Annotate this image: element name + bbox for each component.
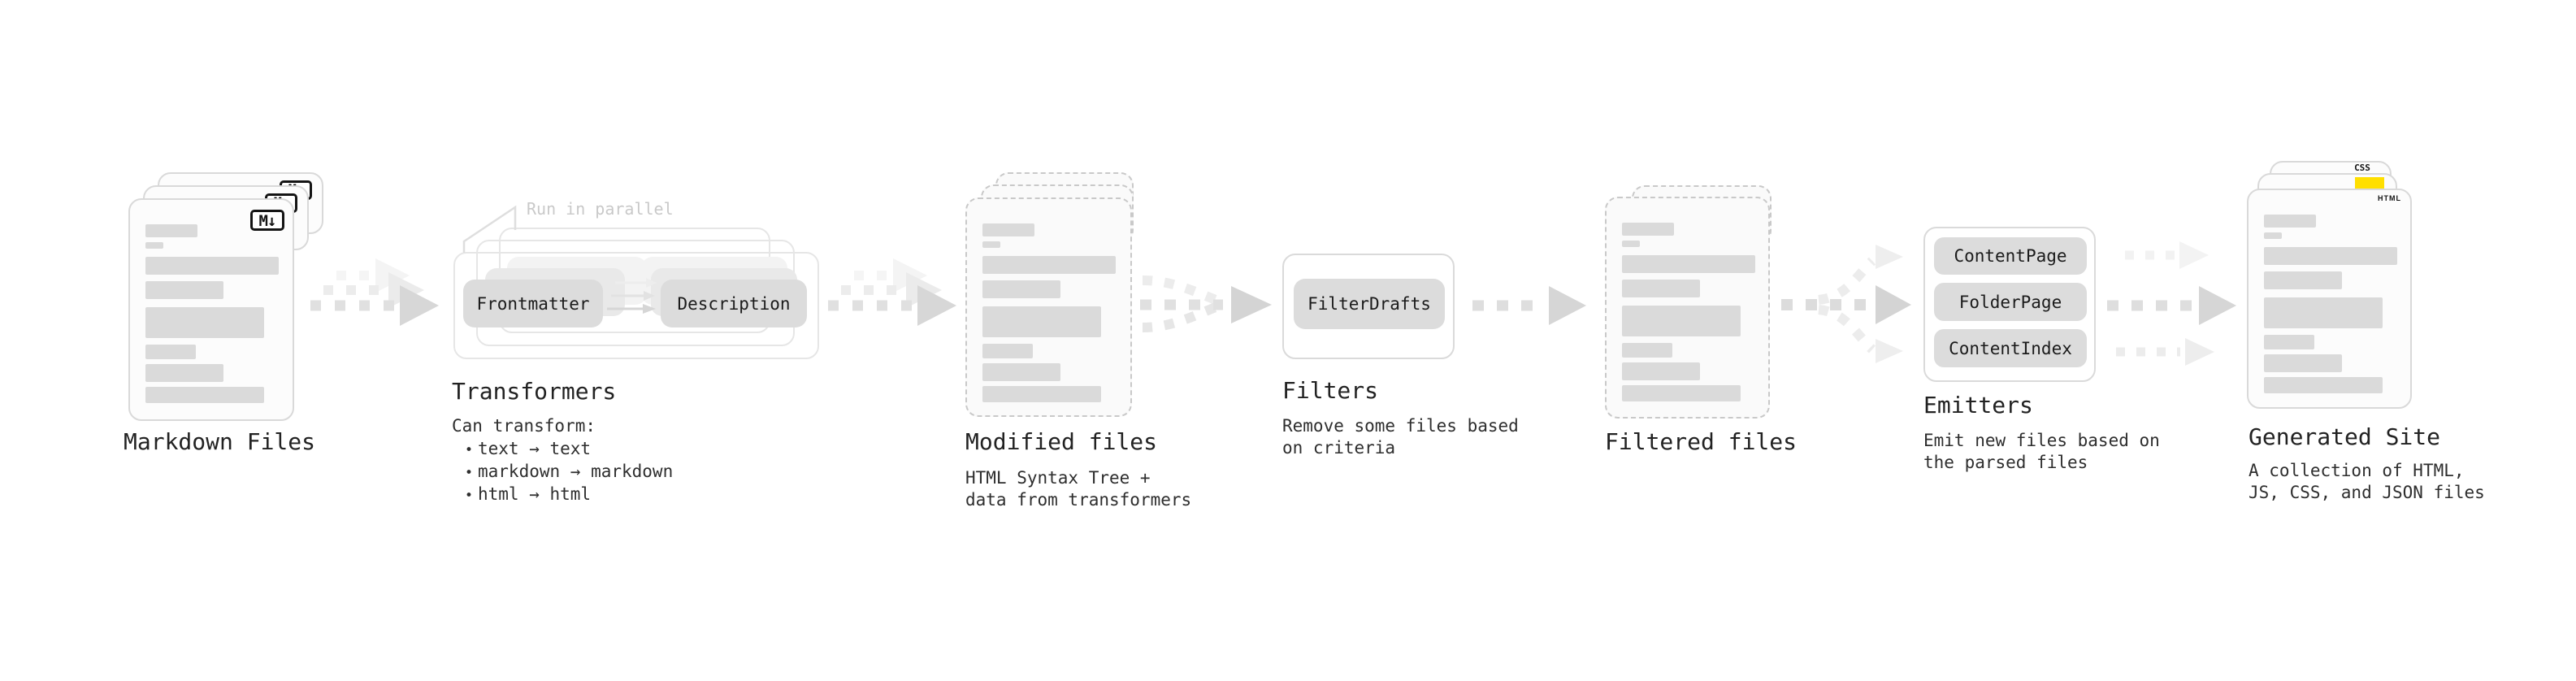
filters-desc-line2: on criteria [1282,438,1396,458]
bullet-icon: • [464,465,474,481]
bullet-icon: • [464,488,474,504]
html5-icon-word: HTML [2378,194,2401,202]
run-in-parallel-note: Run in parallel [527,199,674,219]
markdown-icon: M↓ [250,210,284,231]
transformers-bullet-3: •html → html [460,484,591,504]
placeholder-bar [145,364,223,382]
placeholder-bar [2264,232,2282,239]
placeholder-bar [145,224,197,237]
contentindex-pill: ContentIndex [1934,329,2087,367]
frontmatter-pill: Frontmatter [463,280,603,327]
emitters-desc-line1: Emit new files based on [1923,431,2160,450]
placeholder-bar [982,223,1034,236]
placeholder-bar [145,257,279,275]
generated-site-label: Generated Site [2249,423,2441,450]
placeholder-bar [2264,297,2383,328]
filterdrafts-pill: FilterDrafts [1294,279,1445,329]
description-pill: Description [661,280,807,327]
placeholder-bar [1622,343,1672,358]
css-icon-label: CSS [2354,163,2370,173]
placeholder-bar [1622,255,1755,273]
emitters-desc-line2: the parsed files [1923,453,2088,472]
placeholder-bar [2264,354,2342,372]
placeholder-bar [982,306,1101,337]
filters-label: Filters [1282,377,1379,404]
placeholder-bar [145,242,163,249]
transformers-bullet-1: •text → text [460,439,591,458]
emitters-label: Emitters [1923,392,2033,419]
modified-files-desc-line1: HTML Syntax Tree + [965,468,1151,488]
modified-file-card [965,197,1132,417]
folderpage-pill: FolderPage [1934,283,2087,321]
placeholder-bar [2264,271,2342,289]
arrow-transformers-to-modified [828,258,956,326]
placeholder-bar [982,241,1000,248]
placeholder-bar [1622,385,1741,401]
placeholder-bar [2264,247,2397,265]
transformers-bullet-2: •markdown → markdown [460,462,673,481]
generated-site-desc-line2: JS, CSS, and JSON files [2249,483,2485,502]
transformers-label: Transformers [452,378,617,405]
placeholder-bar [982,386,1101,402]
filters-desc-line1: Remove some files based [1282,416,1519,436]
placeholder-bar [1622,362,1700,380]
placeholder-bar [1622,223,1674,236]
placeholder-bar [145,345,196,359]
filtered-file-card [1605,197,1770,419]
placeholder-bar [982,344,1033,358]
markdown-file-card: M↓ [128,198,294,421]
placeholder-bar [145,387,264,403]
markdown-files-label: Markdown Files [124,428,316,455]
html5-icon: HTML 5 [2378,194,2401,220]
placeholder-bar [982,363,1060,381]
placeholder-bar [145,307,264,338]
bullet-text: text → text [478,439,592,458]
arrow-emitters-to-generated [2107,241,2236,366]
filtered-files-label: Filtered files [1605,428,1798,455]
bullet-text: markdown → markdown [478,462,674,481]
modified-files-label: Modified files [965,428,1158,455]
arrow-markdown-to-transformers [310,258,439,326]
contentpage-pill: ContentPage [1934,237,2087,275]
placeholder-bar [982,256,1116,274]
bullet-text: html → html [478,484,592,504]
placeholder-bar [2264,335,2314,349]
placeholder-bar [1622,280,1700,297]
transformers-desc-title: Can transform: [452,416,596,436]
arrow-filters-to-filtered [1472,286,1586,325]
placeholder-bar [1622,306,1741,336]
arrow-filtered-to-emitters [1781,245,1911,363]
bullet-icon: • [464,442,474,458]
placeholder-bar [2264,215,2316,228]
generated-html-card: HTML 5 [2247,189,2412,409]
placeholder-bar [2264,377,2383,393]
modified-files-desc-line2: data from transformers [965,490,1192,510]
transformer-box [453,252,819,359]
placeholder-bar [1622,241,1640,247]
arrow-modified-to-filters [1140,275,1272,332]
placeholder-bar [982,280,1060,298]
generated-site-desc-line1: A collection of HTML, [2249,461,2465,480]
placeholder-bar [145,281,223,299]
